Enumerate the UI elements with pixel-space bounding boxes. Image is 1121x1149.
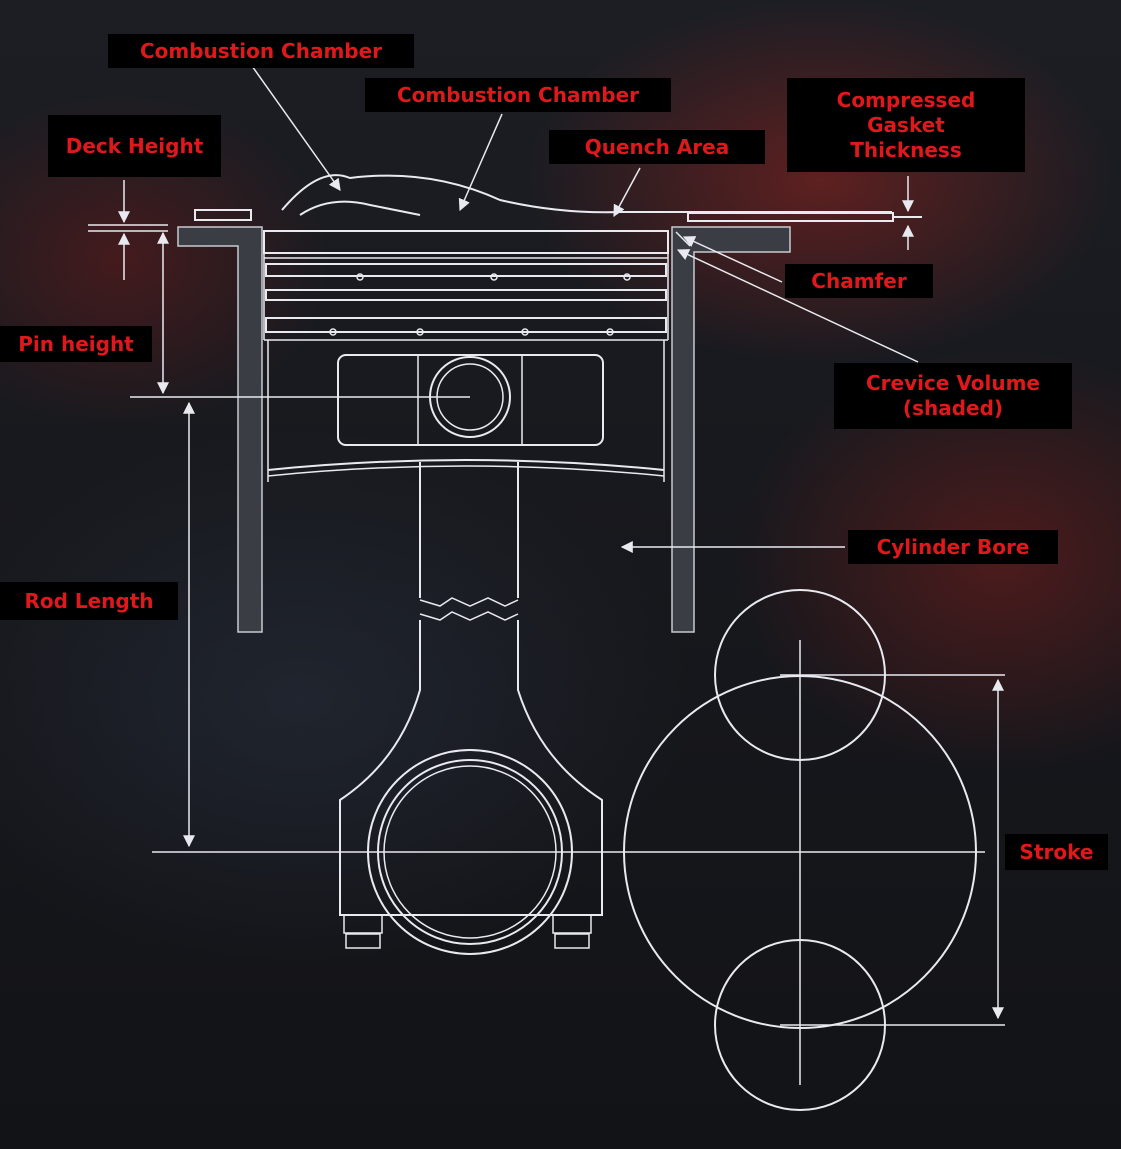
dimension-lines: [130, 231, 985, 853]
label-deck-height: Deck Height: [48, 115, 221, 177]
label-rod-length: Rod Length: [0, 582, 178, 620]
label-quench-area: Quench Area: [549, 130, 765, 164]
label-combustion-chamber-2: Combustion Chamber: [365, 78, 671, 112]
label-stroke: Stroke: [1005, 834, 1108, 870]
cylinder-walls: [177, 226, 791, 633]
label-compressed-gasket-thickness: Compressed Gasket Thickness: [787, 78, 1025, 172]
connecting-rod: [339, 462, 603, 955]
piston: [263, 230, 669, 482]
label-cylinder-bore: Cylinder Bore: [848, 530, 1058, 564]
leader-lines: [251, 65, 919, 553]
deck-height-marks: [88, 180, 168, 280]
cylinder-head: [194, 174, 922, 222]
label-combustion-chamber-1: Combustion Chamber: [108, 34, 414, 68]
crank-circles: [623, 589, 1005, 1111]
label-pin-height: Pin height: [0, 326, 152, 362]
label-crevice-volume: Crevice Volume (shaded): [834, 363, 1072, 429]
label-chamfer: Chamfer: [785, 264, 933, 298]
